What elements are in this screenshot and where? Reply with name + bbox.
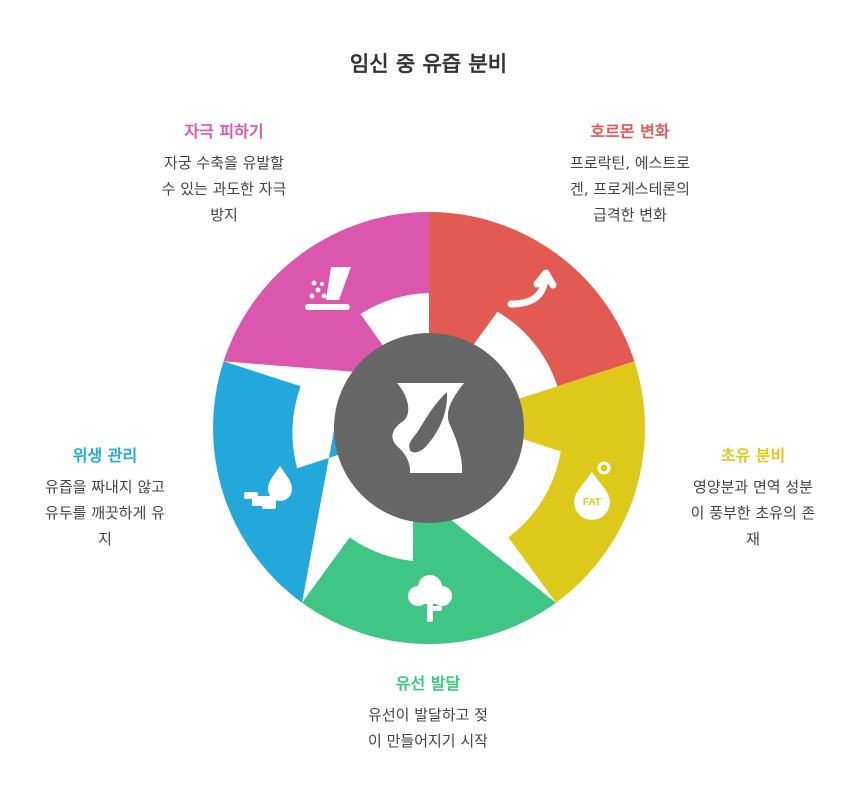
description-gland: 유선이 발달하고 젖 이 만들어지기 시작 <box>368 706 488 750</box>
pregnant-belly-icon <box>392 383 464 473</box>
heading-hygiene: 위생 관리 <box>72 446 138 465</box>
fat-drop-icon: FAT <box>574 461 611 520</box>
heading-gland: 유선 발달 <box>395 674 461 693</box>
page-title: 임신 중 유즙 분비 <box>349 52 508 76</box>
label-gland: 유선 발달 유선이 발달하고 젖 이 만들어지기 시작 <box>328 670 528 754</box>
heading-hormone: 호르몬 변화 <box>590 122 670 141</box>
description-colostrum: 영양분과 면역 성분 이 풍부한 초유의 존 재 <box>690 478 816 548</box>
arrow-up-icon <box>507 269 557 308</box>
description-hygiene: 유즙을 짜내지 않고 유두를 깨끗하게 유 지 <box>45 478 165 548</box>
segment-avoid <box>223 212 429 373</box>
label-hormone: 호르몬 변화 프로락틴, 에스트로 겐, 프로게스테론의 급격한 변화 <box>530 118 730 228</box>
label-colostrum: 초유 분비 영양분과 면역 성분 이 풍부한 초유의 존 재 <box>653 442 853 552</box>
spray-icon <box>305 267 351 310</box>
faucet-drop-icon <box>244 466 292 509</box>
heading-colostrum: 초유 분비 <box>720 446 786 465</box>
label-hygiene: 위생 관리 유즙을 짜내지 않고 유두를 깨끗하게 유 지 <box>5 442 205 552</box>
segment-colostrum <box>508 361 645 603</box>
heading-avoid: 자극 피하기 <box>184 122 264 141</box>
tree-icon <box>408 575 452 622</box>
description-hormone: 프로락틴, 에스트로 겐, 프로게스테론의 급격한 변화 <box>570 154 690 224</box>
description-avoid: 자궁 수축을 유발할 수 있는 과도한 자극 방지 <box>161 154 287 224</box>
svg-text:FAT: FAT <box>583 497 601 508</box>
label-avoid: 자극 피하기 자궁 수축을 유발할 수 있는 과도한 자극 방지 <box>124 118 324 228</box>
